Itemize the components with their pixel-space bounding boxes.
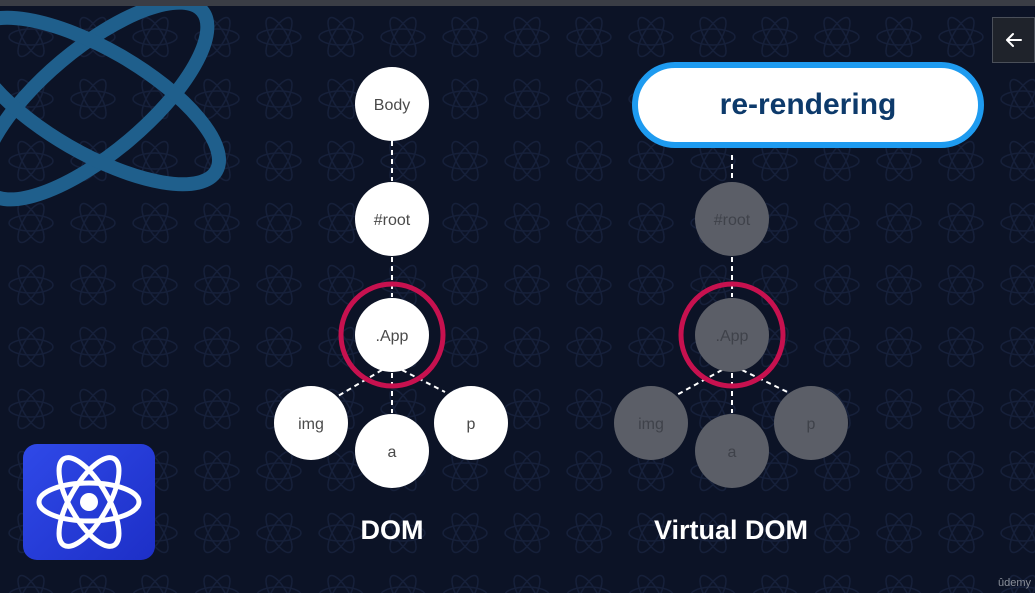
vdom-node-app: .App <box>678 281 786 389</box>
dom-highlight-ring <box>338 281 446 389</box>
dom-node-app-label: .App <box>376 328 409 345</box>
dom-node-app: .App <box>338 281 446 389</box>
dom-node-p-label: p <box>467 416 476 433</box>
dom-caption: DOM <box>360 515 424 545</box>
vdom-node-p-label: p <box>807 416 816 433</box>
dom-node-root-label: #root <box>374 212 411 229</box>
vdom-node-p: p <box>774 386 848 460</box>
vdom-highlight-ring <box>678 281 786 389</box>
re-rendering-badge: re-rendering <box>632 62 984 148</box>
vdom-node-root: #root <box>695 182 769 256</box>
vdom-node-img: img <box>614 386 688 460</box>
dom-node-root: #root <box>355 182 429 256</box>
dom-node-img-label: img <box>298 416 324 433</box>
react-atom-icon <box>36 455 142 549</box>
vdom-node-a-label: a <box>728 444 737 461</box>
dom-node-body: Body <box>355 67 429 141</box>
vdom-node-root-label: #root <box>714 212 751 229</box>
dom-edges <box>337 141 446 413</box>
dom-node-a-label: a <box>388 444 397 461</box>
react-badge <box>23 444 155 560</box>
vdom-node-a: a <box>695 414 769 488</box>
virtual-dom-caption: Virtual DOM <box>653 515 809 545</box>
dom-node-a: a <box>355 414 429 488</box>
react-logo-decoration <box>0 6 227 207</box>
top-bar <box>0 0 1035 6</box>
dom-node-body-label: Body <box>374 97 410 114</box>
back-button[interactable] <box>992 17 1035 63</box>
vdom-node-img-label: img <box>638 416 664 433</box>
dom-node-p: p <box>434 386 508 460</box>
arrow-left-icon <box>1005 33 1022 47</box>
vdom-node-app-label: .App <box>716 328 749 345</box>
dom-node-img: img <box>274 386 348 460</box>
udemy-watermark: ûdemy <box>997 577 1031 589</box>
